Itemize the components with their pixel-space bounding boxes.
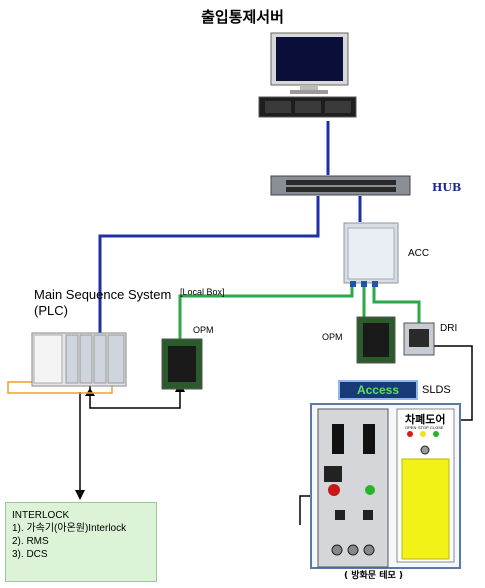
access-display: Access (338, 380, 418, 400)
plc-rack (31, 332, 127, 387)
monitor-icon (270, 32, 349, 94)
arrow-to-plc (85, 388, 95, 396)
dri-module (403, 322, 435, 356)
link-hub-plc (98, 196, 320, 333)
lamp-open-label: OPEN (405, 425, 417, 430)
hub-label: HUB (432, 181, 462, 194)
lamp-close-label: CLOSE (430, 425, 444, 430)
link-acc-dri (372, 284, 421, 324)
acc-label: ACC (408, 248, 430, 259)
opm-board-right (356, 316, 396, 364)
server-title: 출입통제서버 (201, 8, 284, 26)
local-box-label: [Local Box] (180, 287, 225, 297)
dri-label: DRI (440, 323, 458, 334)
slds-label: SLDS (422, 384, 451, 396)
server-icon (258, 96, 357, 118)
interlock-heading: INTERLOCK (12, 510, 70, 521)
opm-right-label: OPM (322, 332, 343, 342)
switch-icon (270, 175, 411, 196)
interlock-item: 1). 가속기(아온원)Interlock (12, 523, 127, 534)
shield-door-label: 차폐도어 (405, 413, 446, 426)
plc-label: Main Sequence System (PLC) (34, 287, 172, 318)
opm-left-label: OPM (193, 325, 214, 335)
lamp-stop-label: STOP (418, 425, 429, 430)
network-links (98, 121, 362, 333)
wire-dri-panel (426, 345, 473, 421)
local-links (178, 284, 421, 340)
wire-plc-orange (7, 381, 113, 394)
acc-cabinet (343, 222, 399, 287)
door-status-panel (396, 408, 455, 563)
opm-board-left (161, 338, 203, 390)
door-control-panel (317, 408, 389, 568)
interlock-box: INTERLOCK 1). 가속기(아온원)Interlock 2). RMS … (5, 502, 157, 582)
control-wiring (79, 345, 473, 525)
arrow-to-interlock (75, 490, 85, 500)
wire-panel-left (299, 495, 312, 525)
wire-plc-opm (89, 385, 181, 409)
link-acc-opm-left (178, 284, 354, 340)
interlock-item: 3). DCS (12, 549, 48, 560)
interlock-item: 2). RMS (12, 536, 49, 547)
door-caption: ( 방화문 테모 ) (344, 571, 404, 581)
